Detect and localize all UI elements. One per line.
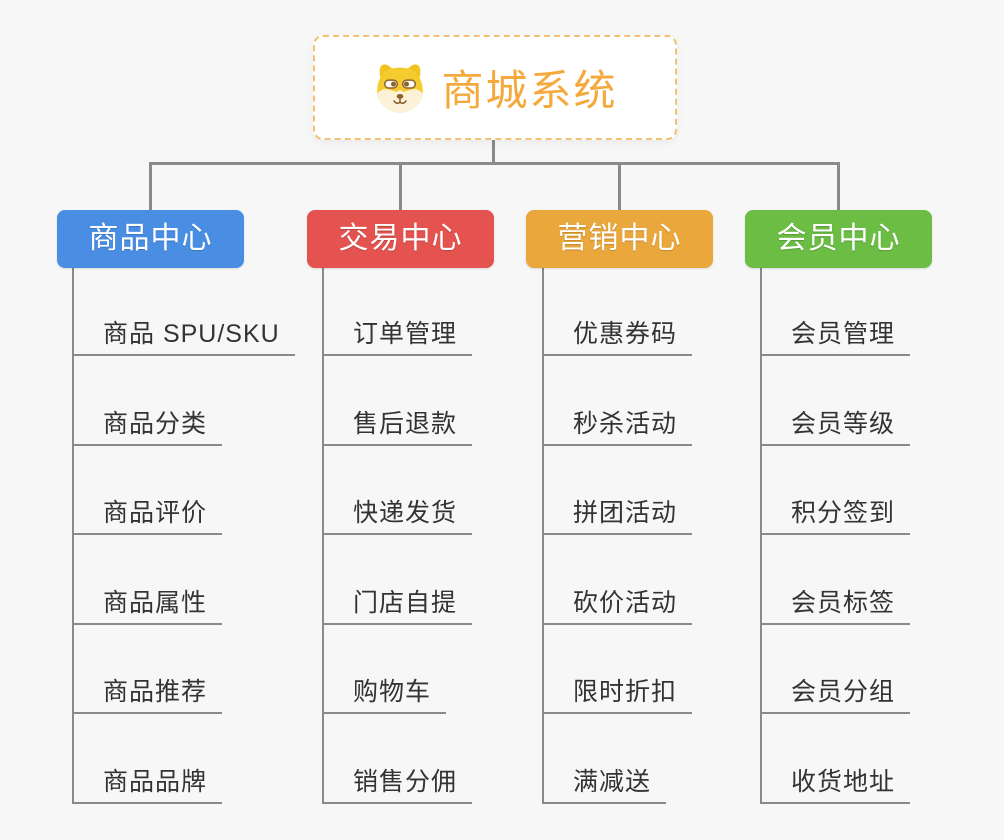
leaf-topic[interactable]: 快递发货 <box>322 493 473 535</box>
leaf-topic[interactable]: 优惠券码 <box>542 314 693 356</box>
branch-marketing-center[interactable]: 营销中心 <box>526 210 713 268</box>
connector-trunk <box>760 268 762 804</box>
connector-trunk <box>542 268 544 804</box>
leaf-topic[interactable]: 销售分佣 <box>322 762 473 804</box>
connector-drop <box>399 162 402 211</box>
leaf-topic[interactable]: 商品评价 <box>72 493 223 535</box>
branch-trade-center[interactable]: 交易中心 <box>307 210 494 268</box>
leaf-topic[interactable]: 门店自提 <box>322 583 473 625</box>
leaf-topic[interactable]: 售后退款 <box>322 404 473 446</box>
leaf-topic[interactable]: 积分签到 <box>760 493 911 535</box>
leaf-topic[interactable]: 商品品牌 <box>72 762 223 804</box>
connector-drop <box>837 162 840 211</box>
leaf-topic[interactable]: 会员标签 <box>760 583 911 625</box>
leaf-topic[interactable]: 会员管理 <box>760 314 911 356</box>
root-topic-title: 商城系统 <box>441 67 618 114</box>
leaf-topic[interactable]: 限时折扣 <box>542 672 693 714</box>
branch-member-center[interactable]: 会员中心 <box>745 210 932 268</box>
leaf-topic[interactable]: 商品属性 <box>72 583 223 625</box>
leaf-topic[interactable]: 商品 SPU/SKU <box>72 314 295 356</box>
connector-bus <box>149 162 840 165</box>
connector-trunk <box>322 268 324 804</box>
leaf-topic[interactable]: 砍价活动 <box>542 583 693 625</box>
leaf-topic[interactable]: 商品推荐 <box>72 672 223 714</box>
leaf-topic[interactable]: 秒杀活动 <box>542 404 693 446</box>
leaf-topic[interactable]: 订单管理 <box>322 314 473 356</box>
leaf-topic[interactable]: 商品分类 <box>72 404 223 446</box>
leaf-topic[interactable]: 会员等级 <box>760 404 911 446</box>
connector-drop <box>149 162 152 211</box>
connector-trunk <box>72 268 74 804</box>
leaf-topic[interactable]: 满减送 <box>542 762 667 804</box>
branch-product-center[interactable]: 商品中心 <box>57 210 244 268</box>
leaf-topic[interactable]: 购物车 <box>322 672 447 714</box>
dog-face-icon <box>372 62 428 114</box>
root-topic[interactable]: 商城系统 <box>313 35 677 140</box>
connector-root-drop <box>492 140 495 164</box>
connector-drop <box>618 162 621 211</box>
leaf-topic[interactable]: 收货地址 <box>760 762 911 804</box>
leaf-topic[interactable]: 会员分组 <box>760 672 911 714</box>
leaf-topic[interactable]: 拼团活动 <box>542 493 693 535</box>
